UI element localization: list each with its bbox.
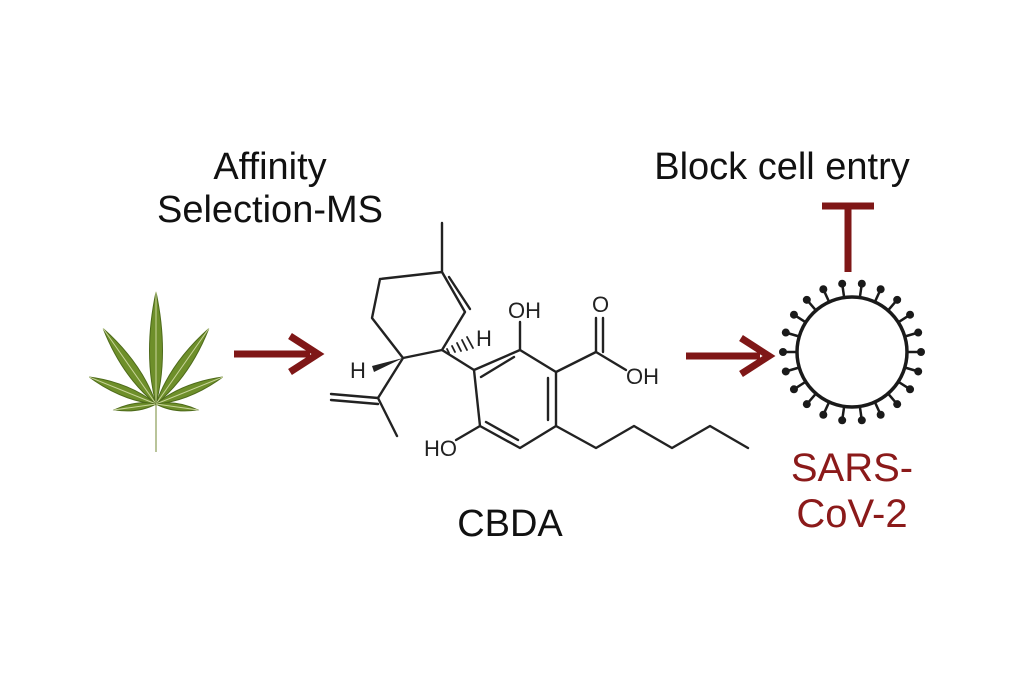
leaflet-vein-4 xyxy=(89,376,157,405)
virus-spike-tip xyxy=(789,385,798,394)
virus-spike-tip xyxy=(917,348,925,356)
virus-spike xyxy=(787,331,800,338)
virus-spike-tip xyxy=(838,279,847,288)
virus-spike xyxy=(904,331,917,338)
virus-spike-tip xyxy=(857,279,866,288)
cannabis-leaf-icon xyxy=(88,291,224,452)
virus-spike-tip xyxy=(893,400,902,409)
leaflet-vein-5 xyxy=(155,376,223,405)
virus-spike-tip xyxy=(914,328,923,337)
virus-name-label: SARS- CoV-2 xyxy=(752,446,952,537)
atom-labels: OH O OH HO H H xyxy=(350,292,659,461)
virus-label-line2: CoV-2 xyxy=(796,491,908,536)
leaflet-vein-7 xyxy=(155,403,198,411)
arrow-to-virus-icon xyxy=(686,335,776,377)
virus-spike-tip xyxy=(876,410,885,419)
virus-spike xyxy=(787,366,800,373)
virus-spike-tip xyxy=(819,410,828,419)
virus-label-line1: SARS- xyxy=(790,446,914,490)
virus-spike-tip xyxy=(906,310,915,319)
virus-spike xyxy=(904,366,917,373)
molecule-name-label: CBDA xyxy=(457,503,563,545)
atom-acid-oh: OH xyxy=(626,364,659,389)
virus-spike xyxy=(807,300,817,312)
virus-spike-tip xyxy=(781,328,790,337)
virus-spike xyxy=(873,290,881,303)
virus-spike xyxy=(887,300,897,312)
virus-spike-tip xyxy=(876,285,885,294)
virus-spike xyxy=(873,401,881,414)
leaflet-vein-2 xyxy=(102,328,157,405)
inhibition-bar-icon xyxy=(822,202,874,272)
virus-spike-tip xyxy=(779,348,787,356)
cbda-structure xyxy=(329,221,750,450)
atom-h-right: H xyxy=(476,326,492,351)
virus-spike-tip xyxy=(893,295,902,304)
virus-spike xyxy=(823,401,831,414)
atom-oh-top: OH xyxy=(508,298,541,323)
arrow-to-molecule-icon xyxy=(234,333,325,375)
affinity-label-line2: Selection-MS xyxy=(157,188,383,231)
virus-spike-tip xyxy=(914,367,923,376)
virus-spike-tip xyxy=(906,385,915,394)
atom-h-left: H xyxy=(350,358,366,383)
virus-spike-tip xyxy=(802,400,811,409)
virus-spike-tip xyxy=(802,295,811,304)
atom-carbonyl-o: O xyxy=(592,292,609,317)
virus-spike xyxy=(807,392,817,404)
virus-spike xyxy=(887,392,897,404)
virus-spike-tip xyxy=(857,416,866,425)
leaflet-vein-3 xyxy=(155,328,210,405)
virus-spike-tip xyxy=(781,367,790,376)
affinity-label-line1: Affinity xyxy=(213,146,327,188)
affinity-selection-label: Affinity Selection-MS xyxy=(120,146,420,231)
virus-spike-tip xyxy=(789,310,798,319)
atom-phenol-ho: HO xyxy=(424,436,457,461)
virus-spike-tip xyxy=(819,285,828,294)
block-cell-entry-label: Block cell entry xyxy=(654,146,910,188)
virus-spike xyxy=(823,290,831,303)
coronavirus-particle-icon xyxy=(779,279,925,425)
leaflet-vein-6 xyxy=(114,403,157,411)
hashed-bond xyxy=(446,336,474,354)
virus-spike-tip xyxy=(838,416,847,425)
